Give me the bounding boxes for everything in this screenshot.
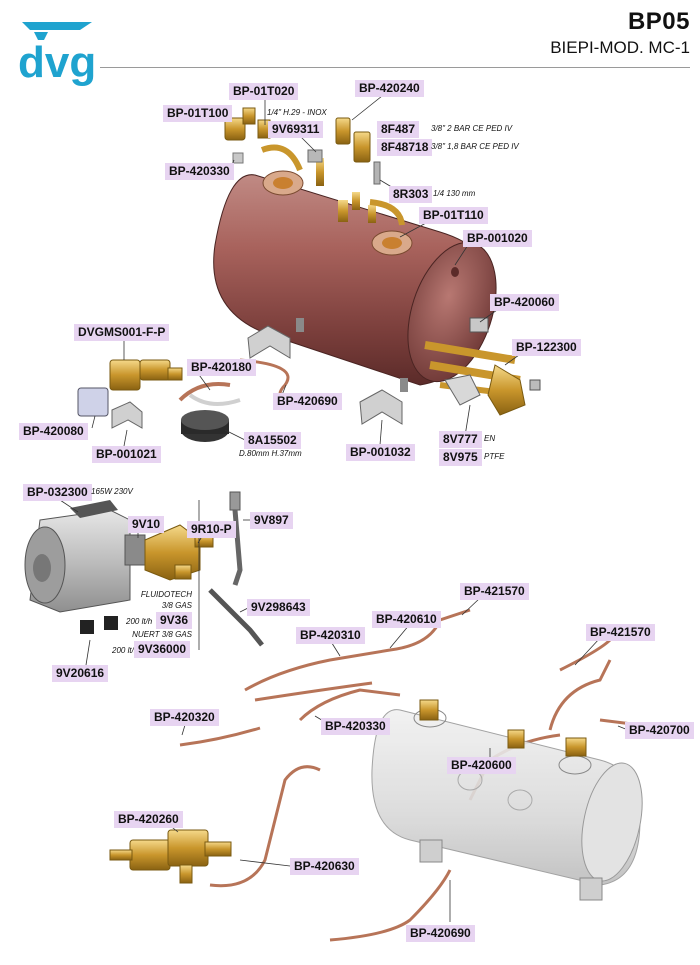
tap-valve <box>109 829 232 884</box>
page-code: BP05 <box>627 8 690 35</box>
part-label[interactable]: 8F487 <box>377 121 420 138</box>
heating-element <box>424 317 541 416</box>
dvg-logo: dvg <box>18 22 96 87</box>
part-label[interactable]: BP-001020 <box>463 230 532 247</box>
solenoid-valve <box>77 358 301 442</box>
part-label[interactable]: BP-420630 <box>290 858 359 875</box>
part-label[interactable]: BP-122300 <box>512 339 581 356</box>
part-label[interactable]: BP-420260 <box>114 811 183 828</box>
part-note: 3/8 GAS <box>161 601 192 610</box>
part-note: 200 lt/h <box>126 617 153 626</box>
part-label[interactable]: 8V975 <box>439 449 482 466</box>
pump-motor <box>24 491 264 647</box>
part-label[interactable]: 9V298643 <box>247 599 310 616</box>
part-label[interactable]: 8A15502 <box>244 432 301 449</box>
part-label[interactable]: BP-420330 <box>165 163 234 180</box>
part-note: D.80mm H.37mm <box>239 449 302 458</box>
part-label[interactable]: BP-421570 <box>586 624 655 641</box>
part-label[interactable]: BP-420330 <box>321 718 390 735</box>
leader-lines <box>59 95 629 922</box>
header-rule <box>100 67 690 68</box>
part-label[interactable]: DVGMS001-F-P <box>74 324 170 341</box>
part-label[interactable]: BP-420690 <box>406 925 475 942</box>
part-label[interactable]: BP-420600 <box>447 757 516 774</box>
part-label[interactable]: BP-421570 <box>460 583 529 600</box>
part-label[interactable]: 9V897 <box>250 512 293 529</box>
part-note: 1/4 130 mm <box>433 189 476 198</box>
part-label[interactable]: BP-420240 <box>355 80 424 97</box>
part-note: 3/8" 1,8 BAR CE PED IV <box>431 142 519 151</box>
part-label[interactable]: BP-420700 <box>625 722 694 739</box>
part-note: 165W 230V <box>91 487 133 496</box>
part-label[interactable]: 8V777 <box>439 431 482 448</box>
part-label[interactable]: BP-420610 <box>372 611 441 628</box>
part-label[interactable]: BP-01T020 <box>229 83 299 100</box>
model-title: BIEPI-MOD. MC-1 <box>550 38 690 57</box>
part-label[interactable]: 8R303 <box>389 186 433 203</box>
part-label[interactable]: BP-01T110 <box>419 207 488 224</box>
part-note: EN <box>484 434 496 443</box>
part-label[interactable]: BP-001021 <box>92 446 161 463</box>
part-label[interactable]: BP-420690 <box>273 393 342 410</box>
part-label[interactable]: BP-001032 <box>346 444 415 461</box>
part-note: FLUIDOTECH <box>140 590 192 599</box>
part-label[interactable]: 9V36 <box>156 612 193 629</box>
part-label[interactable]: 9V69311 <box>268 121 324 138</box>
part-label[interactable]: BP-01T100 <box>163 105 233 122</box>
svg-text:dvg: dvg <box>18 38 96 87</box>
part-label[interactable]: BP-032300 <box>23 484 92 501</box>
boiler-tank-transparent <box>371 699 643 901</box>
part-note: 200 lt/h <box>112 646 139 655</box>
part-note: 1/4" H.29 - INOX <box>267 108 327 117</box>
part-label[interactable]: BP-420310 <box>296 627 365 644</box>
part-label[interactable]: 9V20616 <box>52 665 109 682</box>
part-label[interactable]: 9V10 <box>128 516 165 533</box>
part-label[interactable]: 8F48718 <box>377 139 433 156</box>
boiler-tank <box>213 158 497 392</box>
top-fittings <box>224 107 405 226</box>
part-label[interactable]: BP-420080 <box>19 423 88 440</box>
part-label[interactable]: BP-420060 <box>490 294 559 311</box>
part-label[interactable]: 9V36000 <box>134 641 191 658</box>
part-label[interactable]: BP-420180 <box>187 359 256 376</box>
part-note: 3/8" 2 BAR CE PED IV <box>431 124 513 133</box>
part-note: PTFE <box>484 452 505 461</box>
part-label[interactable]: BP-420320 <box>150 709 219 726</box>
part-note: NUERT 3/8 GAS <box>132 630 192 639</box>
part-label[interactable]: 9R10-P <box>187 521 236 538</box>
brackets <box>111 325 403 429</box>
